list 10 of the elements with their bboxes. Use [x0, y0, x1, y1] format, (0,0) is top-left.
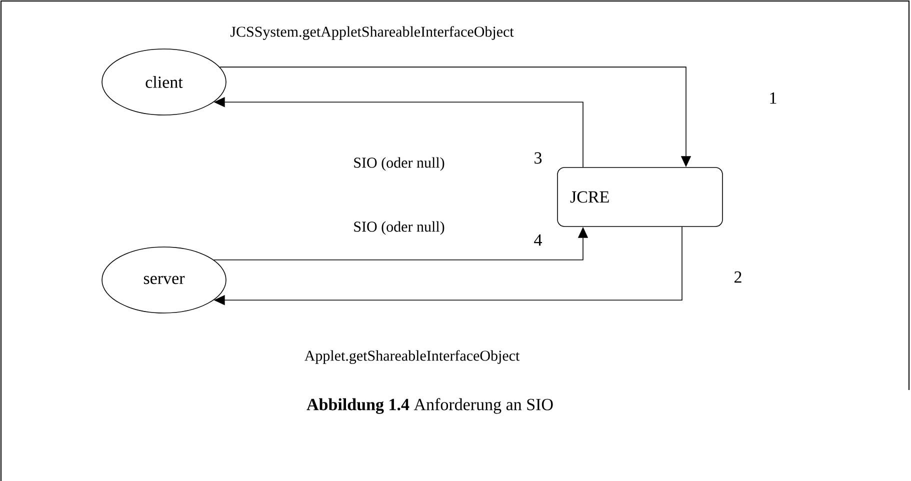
- step-number: 2: [734, 271, 742, 283]
- step-number: 1: [770, 92, 776, 104]
- figure-caption: Abbildung 1.4 Anforderung an SIO: [306, 398, 553, 414]
- edge-label: SIO (oder null): [352, 220, 446, 236]
- step-number: 4: [534, 234, 542, 246]
- edge-label: Applet.getShareableInterfaceObject: [303, 349, 521, 365]
- edge-label: JCSSystem.getAppletShareableInterfaceObject: [229, 25, 515, 41]
- step-number: 3: [534, 152, 542, 164]
- process-box: JCRE: [557, 167, 723, 227]
- edge-label: SIO (oder null): [352, 156, 446, 172]
